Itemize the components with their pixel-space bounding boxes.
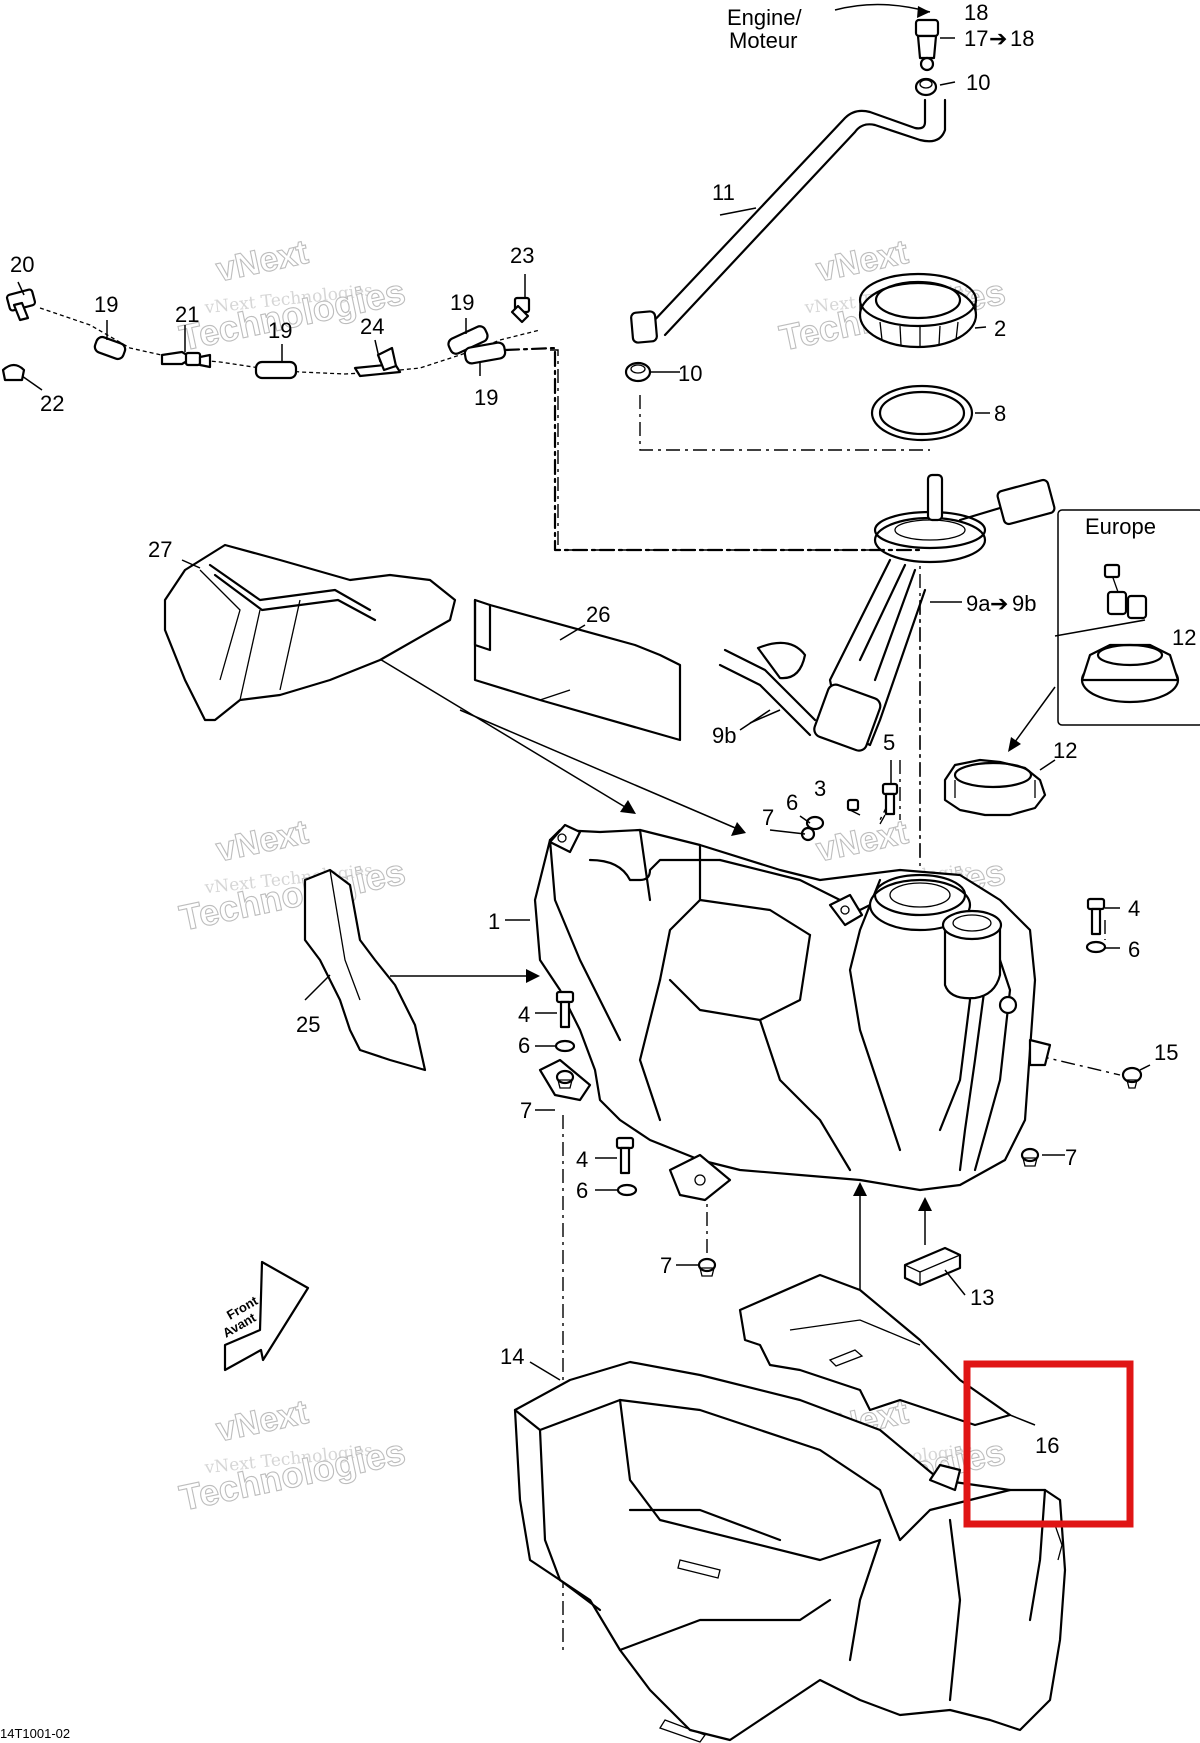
- callout-9b: 9b: [712, 723, 736, 748]
- callout-16: 16: [1035, 1433, 1059, 1458]
- callout-19: 19: [94, 292, 118, 317]
- callout-17: 17: [964, 26, 988, 51]
- callout-26: 26: [586, 602, 610, 627]
- foam-sheet-16: [738, 1273, 1012, 1427]
- callout-leaders: [17, 37, 1151, 1426]
- watermark-text: Technologies: [176, 851, 409, 939]
- callout-12: 12: [1053, 738, 1077, 763]
- hose-clamps: [624, 77, 938, 383]
- vent-hose: [630, 98, 947, 344]
- watermark-text: vNext: [813, 813, 911, 869]
- watermark-text: vNext: [213, 233, 311, 289]
- gasket: [870, 384, 974, 442]
- callout-25: 25: [296, 1012, 320, 1037]
- watermark-text: vNext: [813, 233, 911, 289]
- callout-6: 6: [1128, 937, 1140, 962]
- callout-19: 19: [268, 318, 292, 343]
- callout-19: 19: [474, 385, 498, 410]
- callout-4: 4: [1128, 896, 1140, 921]
- foam-pad-26: [473, 598, 682, 742]
- front-direction-arrow: Front Avant: [220, 1260, 310, 1372]
- highlight-box: [963, 1360, 1134, 1528]
- callout-22: 22: [40, 391, 64, 416]
- callout-18: 18: [1010, 26, 1034, 51]
- fuel-pump: [718, 473, 1056, 752]
- engine-fitting: [914, 18, 940, 72]
- callout-23: 23: [510, 243, 534, 268]
- callout-arrow: ➔: [990, 591, 1008, 616]
- callout-13: 13: [970, 1285, 994, 1310]
- heat-shield-25: [303, 868, 427, 1072]
- callout-7: 7: [660, 1253, 672, 1278]
- callout-7: 7: [1065, 1145, 1077, 1170]
- callout-4: 4: [518, 1002, 530, 1027]
- callout-7: 7: [520, 1098, 532, 1123]
- callout-10: 10: [678, 361, 702, 386]
- callout-6: 6: [518, 1033, 530, 1058]
- callout-8: 8: [994, 401, 1006, 426]
- callout-4: 4: [576, 1147, 588, 1172]
- fuel-cap: [943, 758, 1047, 817]
- locking-ring: [858, 272, 978, 349]
- callout-27: 27: [148, 537, 172, 562]
- callout-6: 6: [786, 790, 798, 815]
- watermark-text: Technologies: [176, 1431, 409, 1519]
- fuel-tank: [533, 823, 1052, 1202]
- fasteners: [554, 782, 1143, 1277]
- callout-3: 3: [814, 776, 826, 801]
- callout-14: 14: [500, 1344, 524, 1369]
- callout-19: 19: [450, 290, 474, 315]
- watermark-text: vNext: [213, 813, 311, 869]
- engine-label: Engine/: [727, 5, 803, 30]
- europe-label: Europe: [1085, 514, 1156, 539]
- callout-arrow: ➔: [989, 26, 1007, 51]
- callout-15: 15: [1154, 1040, 1178, 1065]
- callout-9b: 9b: [1012, 591, 1036, 616]
- vent-line-components: [1, 288, 922, 552]
- callout-10: 10: [966, 70, 990, 95]
- callout-2: 2: [994, 316, 1006, 341]
- callout-18: 18: [964, 0, 988, 25]
- callout-21: 21: [175, 302, 199, 327]
- heat-shield-27: [163, 543, 457, 722]
- callout-6: 6: [576, 1178, 588, 1203]
- europe-inset: Europe: [1057, 509, 1200, 726]
- callout-7: 7: [762, 805, 774, 830]
- callout-1: 1: [488, 909, 500, 934]
- callout-9a: 9a: [966, 591, 991, 616]
- callout-12: 12: [1172, 625, 1196, 650]
- callout-5: 5: [883, 730, 895, 755]
- leader-arrows: [339, 3, 1056, 1300]
- tank-support-14: [513, 1360, 1067, 1743]
- watermark-text: vNext: [213, 1393, 311, 1449]
- callout-11: 11: [712, 180, 735, 205]
- callout-20: 20: [10, 252, 34, 277]
- figure-code: 14T1001-02: [0, 1726, 70, 1741]
- pad-13: [903, 1246, 962, 1287]
- callout-24: 24: [360, 314, 384, 339]
- engine-label: Moteur: [729, 28, 797, 53]
